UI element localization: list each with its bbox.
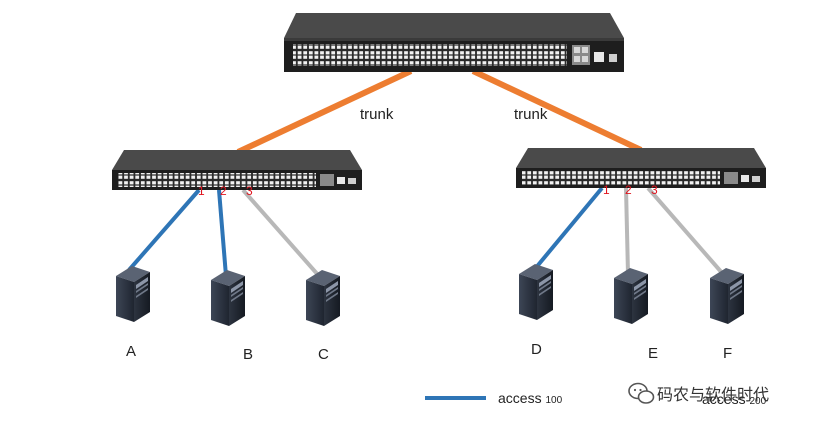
left-switch-port-3: 3 <box>246 184 253 198</box>
link-host-b <box>217 189 228 277</box>
legend-label-vlan100: access 100 <box>498 390 563 406</box>
host-label-a: A <box>126 343 136 360</box>
link-host-f <box>646 186 725 276</box>
left-access-switch <box>112 150 362 190</box>
server-icon <box>519 264 553 320</box>
host-label-b: B <box>243 346 253 363</box>
link-host-a <box>127 188 201 272</box>
server-icon <box>116 266 150 322</box>
host-label-c: C <box>318 346 329 363</box>
left-switch-port-1: 1 <box>198 184 205 198</box>
right-switch-port-1: 1 <box>603 183 610 197</box>
core-switch <box>284 13 624 72</box>
trunk-label-right: trunk <box>514 106 548 123</box>
watermark-text: 码农与软件时代 <box>657 385 769 404</box>
right-switch-port-2: 2 <box>625 183 632 197</box>
right-switch-port-3: 3 <box>651 183 658 197</box>
wechat-icon <box>628 382 655 404</box>
right-access-switch <box>516 148 766 188</box>
server-icon <box>211 270 245 326</box>
watermark: 码农与软件时代 <box>628 382 769 404</box>
trunk-label-left: trunk <box>360 106 394 123</box>
legend-label-vlan200: access 200 <box>702 391 767 407</box>
host-label-d: D <box>531 341 542 358</box>
host-label-e: E <box>648 345 658 362</box>
left-switch-port-2: 2 <box>220 184 227 198</box>
trunk-link-right <box>471 68 643 153</box>
server-icon <box>614 268 648 324</box>
server-icon <box>306 270 340 326</box>
link-host-e <box>624 187 630 275</box>
legend: access 100 access 200 <box>425 390 767 407</box>
host-label-f: F <box>723 345 732 362</box>
link-host-c <box>241 188 321 278</box>
link-host-d <box>532 186 604 272</box>
trunk-link-left <box>236 68 413 155</box>
server-icon <box>710 268 744 324</box>
